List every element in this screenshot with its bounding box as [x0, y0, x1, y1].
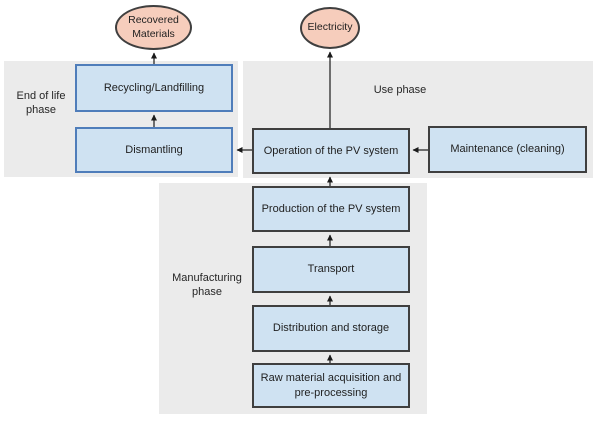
box-transport-label: Transport	[307, 263, 355, 276]
box-raw-material-label: Raw material acquisition and pre-process…	[260, 372, 402, 399]
terminal-recovered-materials: Recovered Materials	[115, 5, 192, 50]
box-recycling-landfilling: Recycling/Landfilling	[75, 64, 233, 112]
box-maintenance: Maintenance (cleaning)	[428, 126, 587, 173]
phase-label-manufacturing: Manufacturing phase	[172, 272, 242, 299]
box-maintenance-label: Maintenance (cleaning)	[450, 143, 565, 156]
box-production: Production of the PV system	[252, 186, 410, 232]
box-recycling-landfilling-label: Recycling/Landfilling	[103, 81, 205, 94]
box-distribution-label: Distribution and storage	[272, 322, 390, 335]
phase-label-end-of-life: End of life phase	[16, 90, 66, 117]
box-transport: Transport	[252, 246, 410, 293]
terminal-electricity: Electricity	[300, 7, 360, 49]
terminal-electricity-label: Electricity	[307, 21, 353, 34]
box-raw-material: Raw material acquisition and pre-process…	[252, 363, 410, 408]
box-dismantling: Dismantling	[75, 127, 233, 173]
box-production-label: Production of the PV system	[261, 202, 401, 215]
box-operation: Operation of the PV system	[252, 128, 410, 174]
phase-label-use: Use phase	[373, 84, 427, 96]
terminal-recovered-materials-label: Recovered Materials	[128, 14, 179, 40]
box-dismantling-label: Dismantling	[125, 143, 183, 156]
box-distribution: Distribution and storage	[252, 305, 410, 352]
box-operation-label: Operation of the PV system	[263, 144, 399, 157]
